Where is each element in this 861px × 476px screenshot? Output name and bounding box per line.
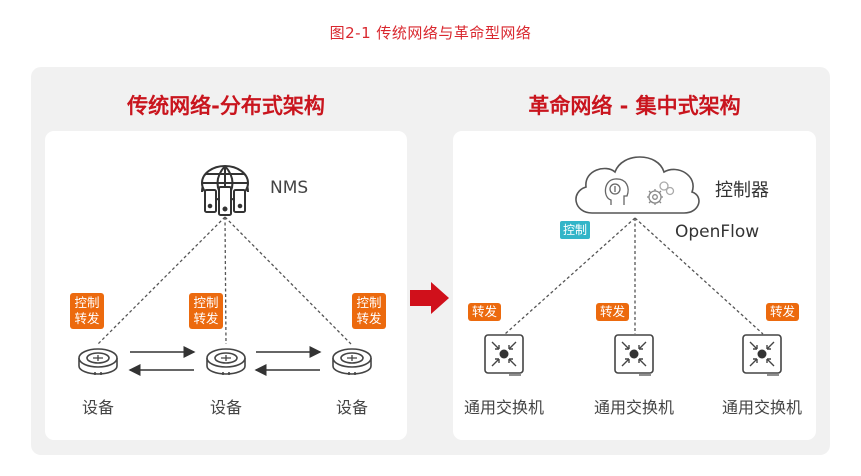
badge-forward-text: 转发 (74, 311, 100, 326)
device-2-label: 设备 (209, 398, 242, 417)
peer-links (128, 346, 322, 376)
router-icon (78, 348, 118, 375)
openflow-links (504, 217, 764, 335)
badge-control-text: 控制 (193, 295, 219, 310)
left-panel-title: 传统网络-分布式架构 (127, 94, 325, 118)
switch-icon (742, 334, 782, 376)
switch-1-label: 通用交换机 (463, 398, 544, 417)
controller-label: 控制器 (715, 180, 769, 201)
switch-2-label: 通用交换机 (593, 398, 674, 417)
device-1-label: 设备 (81, 398, 114, 417)
figure-title: 图2-1 传统网络与革命型网络 (329, 24, 532, 42)
nms-link-1 (97, 216, 226, 345)
cloud-brain-gear-icon (575, 156, 700, 214)
badge-control-text: 控制 (74, 295, 100, 310)
globe-server-icon (201, 165, 249, 216)
control-badge: 控制 (560, 221, 591, 239)
openflow-link-3 (634, 217, 764, 335)
switch-icon (484, 334, 524, 376)
nms-links (97, 216, 352, 345)
switch-1-forward-badge: 转发 (468, 303, 502, 321)
openflow-label: OpenFlow (675, 222, 760, 242)
switch-3-forward-badge: 转发 (766, 303, 800, 321)
switch-2-forward-badge: 转发 (596, 303, 630, 321)
nms-link-3 (224, 216, 352, 345)
device-3-role-badge: 控制 转发 (352, 293, 386, 329)
device-3-label: 设备 (335, 398, 368, 417)
device-1-role-badge: 控制 转发 (70, 293, 104, 329)
right-arrow-icon (410, 282, 449, 314)
switch-icon (614, 334, 654, 376)
nms-link-2 (224, 216, 227, 345)
switch-3-label: 通用交换机 (721, 398, 802, 417)
right-panel-title: 革命网络 - 集中式架构 (528, 94, 741, 118)
badge-forward-text: 转发 (193, 311, 219, 326)
nms-label: NMS (270, 178, 309, 198)
badge-control-text: 控制 (356, 295, 382, 310)
badge-forward-text: 转发 (356, 311, 382, 326)
openflow-link-1 (504, 217, 636, 335)
router-icon (332, 348, 372, 375)
device-2-role-badge: 控制 转发 (189, 293, 223, 329)
router-icon (206, 348, 246, 375)
